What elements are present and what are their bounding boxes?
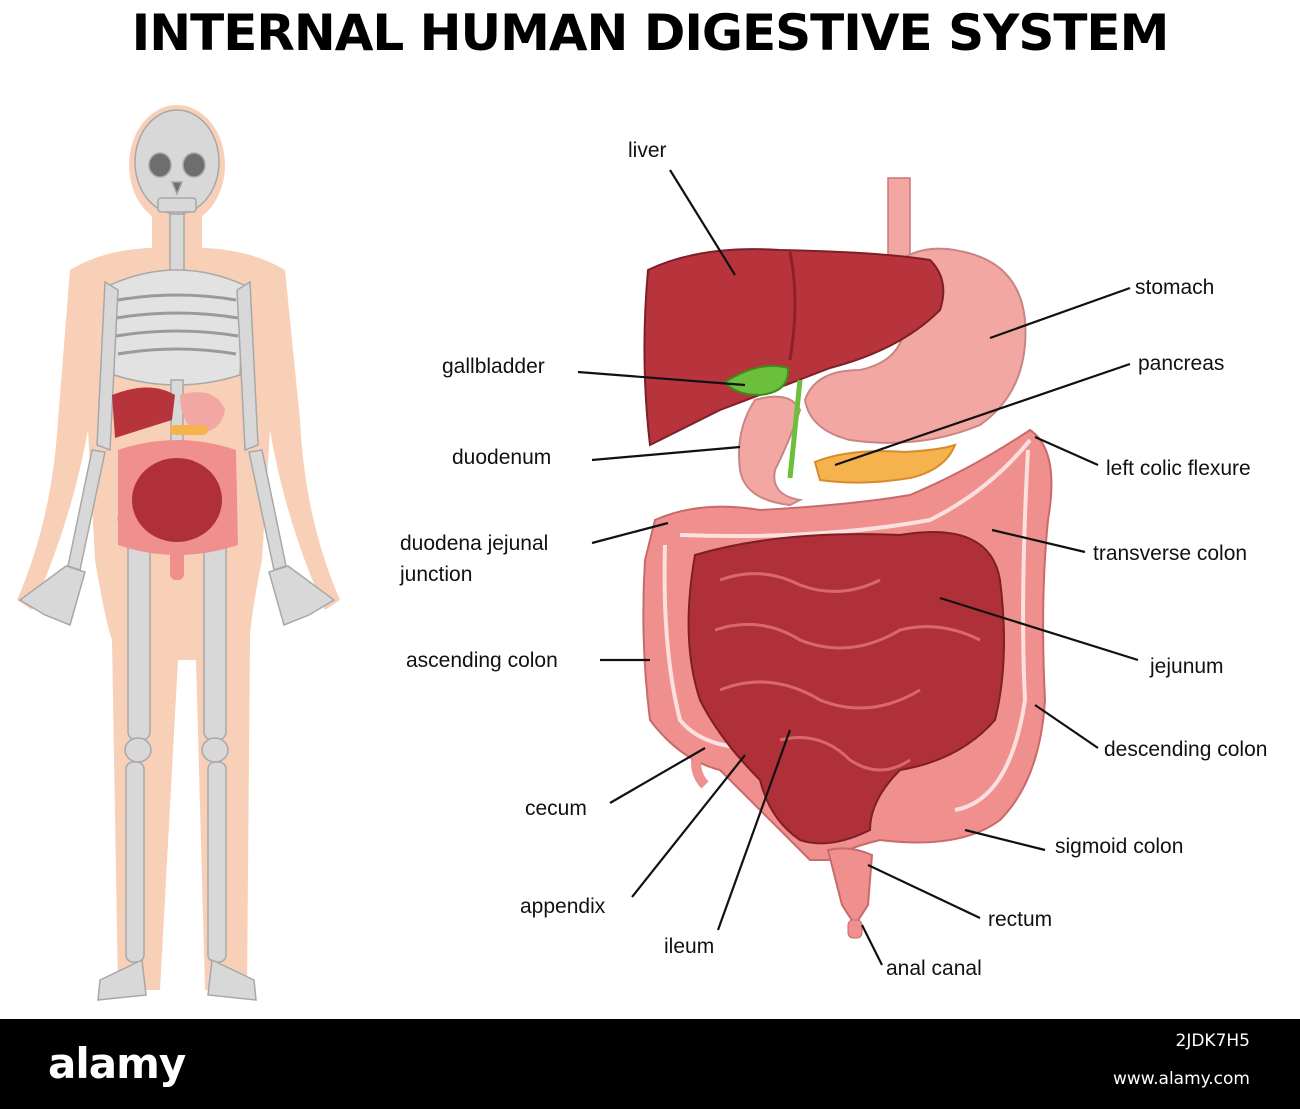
label-stomach: stomach	[1135, 276, 1215, 299]
duodenum-shape	[738, 395, 804, 507]
label-jejunum: jejunum	[1150, 655, 1224, 678]
small-intestine-shape	[687, 531, 1005, 845]
label-left-colic-flexure: left colic flexure	[1106, 457, 1251, 480]
label-anal-canal: anal canal	[886, 957, 982, 980]
label-descending-colon: descending colon	[1104, 738, 1268, 761]
diagram-title: INTERNAL HUMAN DIGESTIVE SYSTEM	[131, 4, 1170, 62]
appendix-shape	[691, 738, 709, 789]
rectum-shape	[826, 847, 874, 927]
pancreas-shape	[813, 443, 957, 484]
liver-shape	[643, 248, 945, 447]
label-duodena-jejunal-line1: duodena jejunal	[400, 532, 549, 555]
anal-canal-shape	[847, 919, 863, 939]
label-appendix: appendix	[520, 895, 606, 918]
label-ileum: ileum	[664, 935, 715, 958]
mini-digestive-organs	[112, 387, 238, 580]
label-gallbladder: gallbladder	[442, 355, 545, 378]
label-pancreas: pancreas	[1138, 352, 1225, 375]
stomach-shape	[803, 247, 1027, 444]
site-url: www.alamy.com	[1112, 1069, 1250, 1089]
footer-bar: alamy 2JDK7H5 www.alamy.com	[0, 1019, 1300, 1109]
leader-lines	[577, 169, 1139, 966]
label-duodena-jejunal-line2: junction	[400, 563, 473, 586]
label-transverse-colon: transverse colon	[1093, 542, 1248, 565]
image-id: 2JDK7H5	[1175, 1031, 1250, 1051]
label-ascending-colon: ascending colon	[406, 649, 558, 672]
label-duodenum: duodenum	[452, 446, 552, 469]
brand-logo: alamy	[48, 1039, 186, 1088]
label-liver: liver	[628, 139, 667, 162]
label-rectum: rectum	[988, 908, 1053, 931]
gallbladder-shape	[723, 364, 790, 397]
label-sigmoid-colon: sigmoid colon	[1055, 835, 1184, 858]
label-cecum: cecum	[525, 797, 587, 820]
